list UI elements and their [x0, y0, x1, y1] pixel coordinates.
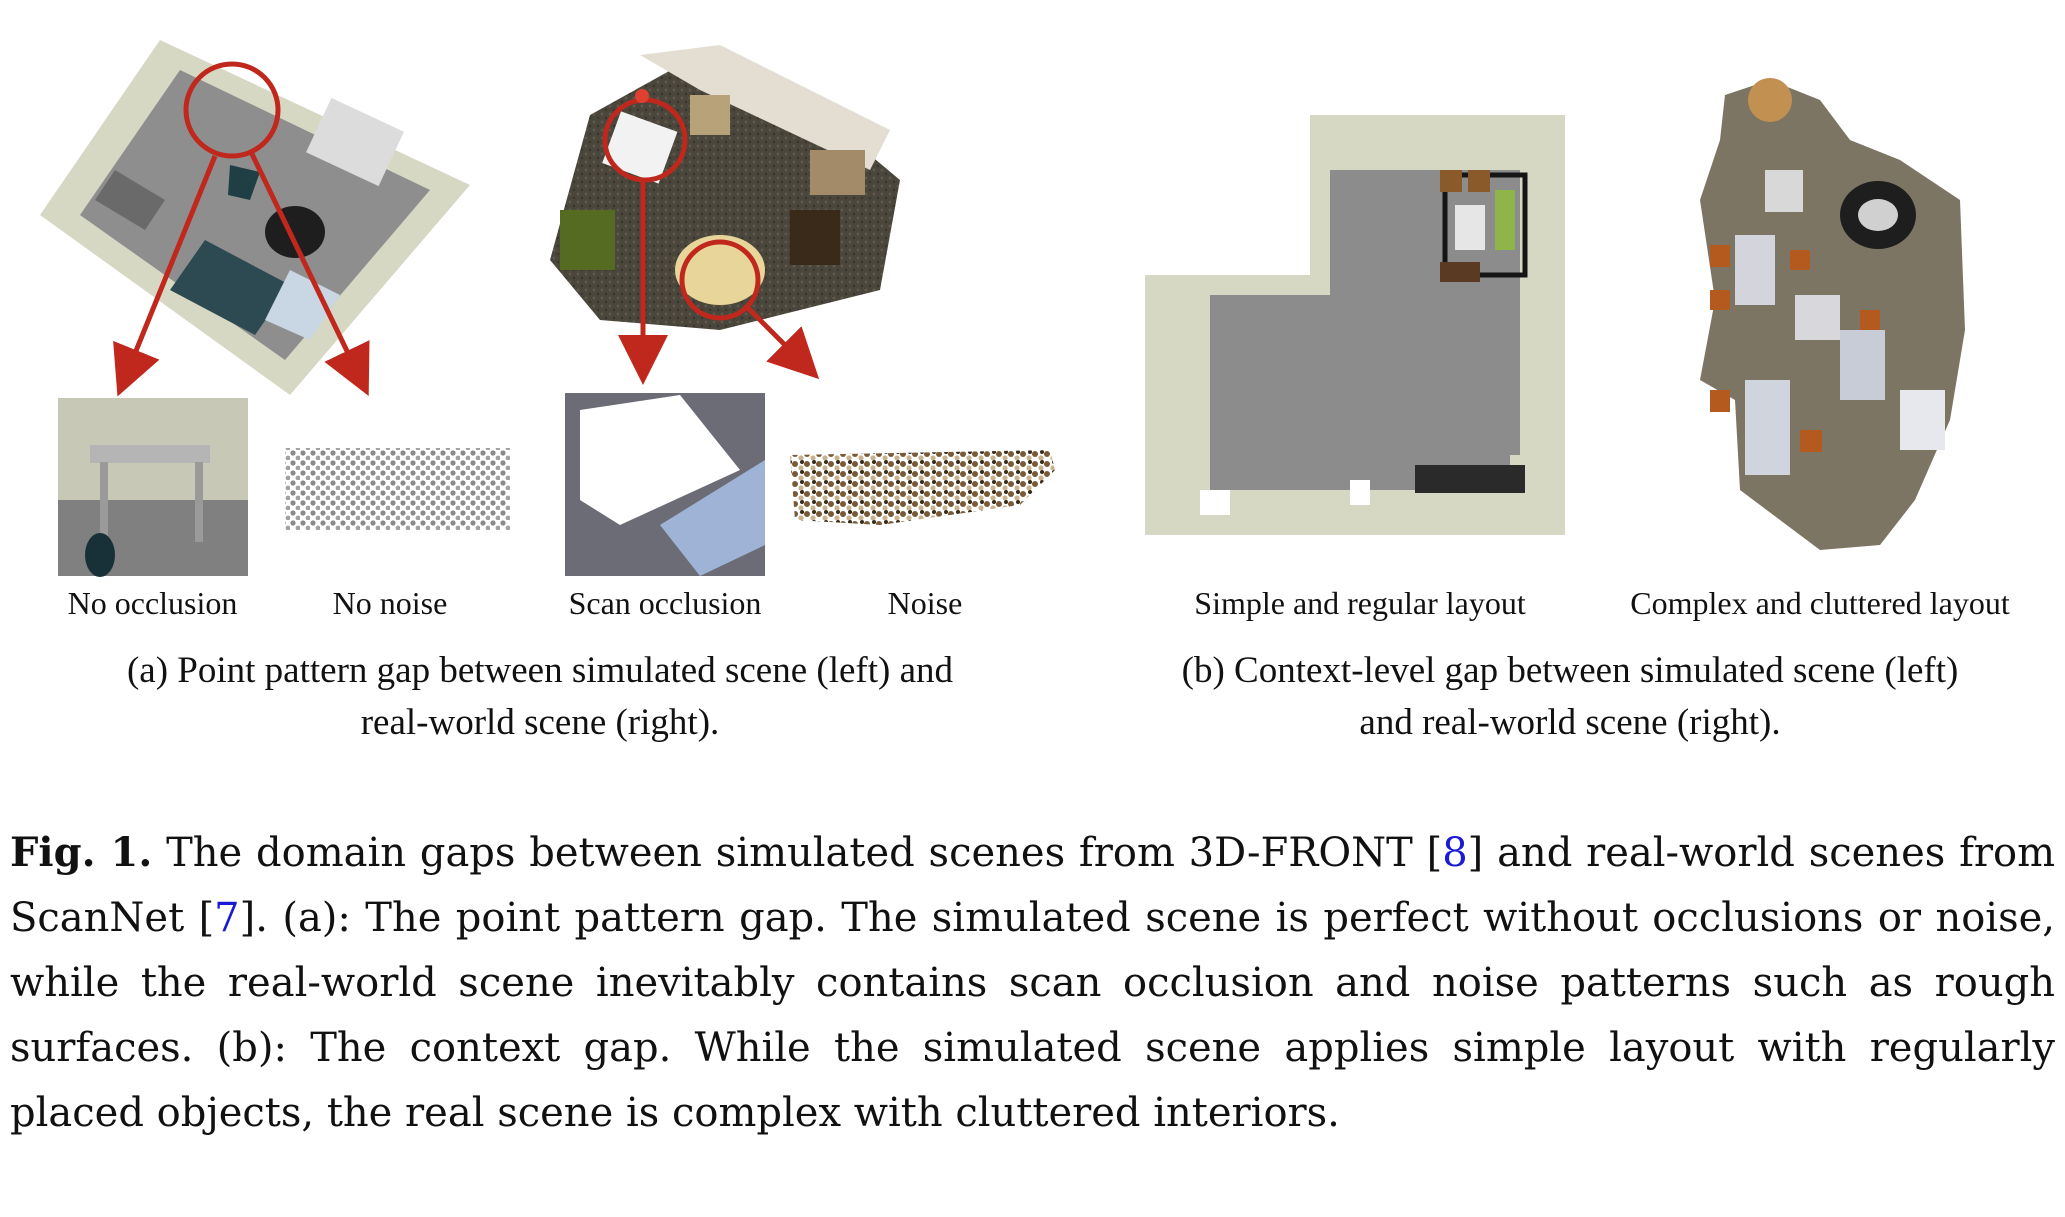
simulated-scene-render [40, 40, 470, 395]
real-layout-render [1700, 78, 1965, 550]
citation-link[interactable]: 7 [214, 895, 240, 941]
simulated-layout-render [1145, 115, 1565, 535]
label-no-noise: No noise [332, 585, 448, 621]
citation-link[interactable]: 8 [1442, 830, 1468, 876]
figure-caption: Fig. 1. The domain gaps between simulate… [10, 820, 2055, 1146]
subcaption-a-line2: real-world scene (right). [360, 702, 720, 743]
zoom-no-noise [285, 448, 510, 530]
subcaption-a-line1: (a) Point pattern gap between simulated … [126, 650, 953, 691]
real-scene-render [550, 45, 900, 330]
label-noise: Noise [887, 585, 963, 621]
label-scan-occlusion: Scan occlusion [568, 585, 762, 621]
caption-text-1: The domain gaps between simulated scenes… [152, 830, 1443, 876]
caption-text-2: ] and real-world scenes from ScanNet [ [10, 830, 2056, 941]
label-no-occlusion: No occlusion [67, 585, 238, 621]
subcaption-b-line1: (b) Context-level gap between simulated … [1181, 650, 1959, 691]
subcaption-b: (b) Context-level gap between simulated … [1090, 645, 2050, 749]
zoom-scan-occlusion [565, 393, 765, 576]
subcaption-a: (a) Point pattern gap between simulated … [20, 645, 1060, 749]
label-complex-layout: Complex and cluttered layout [1630, 585, 2010, 621]
label-simple-layout: Simple and regular layout [1194, 585, 1526, 621]
figure-label: Fig. 1. [10, 829, 153, 876]
figure-illustrations [40, 40, 1965, 577]
subcaption-b-line2: and real-world scene (right). [1359, 702, 1781, 743]
caption-text-3: ]. (a): The point pattern gap. The simul… [10, 895, 2055, 1136]
zoom-no-occlusion [58, 398, 248, 577]
zoom-noise [790, 450, 1055, 525]
